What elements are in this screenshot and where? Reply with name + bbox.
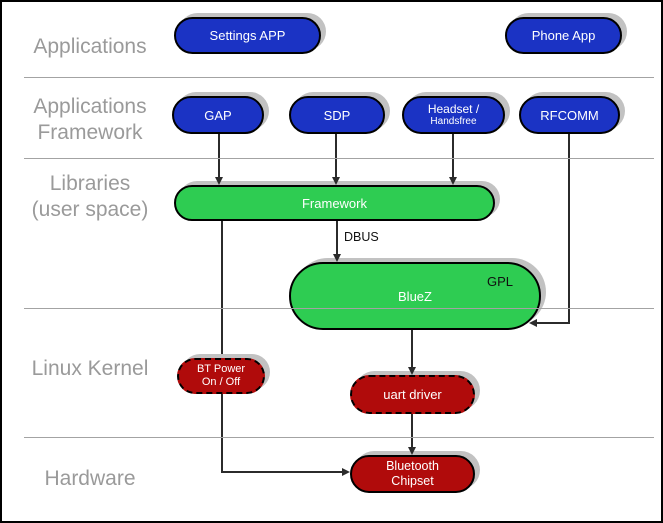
node-label: Bluetooth (386, 459, 439, 473)
node-label: On / Off (201, 376, 241, 388)
edge-rfcomm-bluez-vline (568, 134, 570, 324)
node-settings-app: Settings APP (174, 17, 321, 54)
edge-uart-chipset-line (411, 414, 413, 449)
node-headset-handsfree: Headset / Handsfree (402, 96, 505, 134)
node-label: Framework (301, 195, 367, 211)
separator-libraries-kernel (24, 308, 654, 309)
edge-headset-framework-line (452, 134, 454, 179)
edge-gap-framework-line (218, 134, 220, 179)
layer-label-line: Applications (33, 35, 147, 58)
node-label: SDP (323, 107, 351, 123)
layer-label-hardware: Hardware (14, 466, 166, 492)
arrowhead-framework-chipset (342, 468, 350, 476)
edge-framework-chipset-vline (221, 221, 223, 473)
node-label: Handsfree (430, 115, 477, 127)
layer-label-line: Libraries (49, 172, 131, 195)
layer-label-line: Hardware (44, 467, 136, 490)
node-bluetooth-chipset: Bluetooth Chipset (350, 455, 475, 493)
node-gap: GAP (172, 96, 264, 134)
gpl-license-badge: GPL (486, 274, 513, 289)
node-sdp: SDP (289, 96, 385, 134)
layer-label-line: Linux Kernel (31, 357, 149, 380)
node-label: Chipset (391, 474, 434, 488)
arrowhead-sdp-framework (332, 177, 340, 185)
node-label: BT Power (196, 363, 246, 375)
edge-label-dbus: DBUS (344, 230, 379, 244)
arrowhead-uart-chipset (408, 447, 416, 455)
layer-label-applications: Applications (14, 34, 166, 60)
node-label: Phone App (531, 28, 596, 43)
layer-label-libraries: Libraries (user space) (14, 171, 166, 223)
layer-label-line: Framework (37, 121, 143, 144)
edge-bluez-uart-line (411, 330, 413, 369)
node-label: RFCOMM (540, 107, 599, 123)
node-bt-power: BT Power On / Off (177, 358, 265, 394)
separator-kernel-hardware (24, 437, 654, 438)
node-label: Headset / (427, 101, 480, 116)
edge-framework-chipset-hline (221, 471, 343, 473)
edge-rfcomm-bluez-hline (535, 322, 570, 324)
node-bluez: BlueZ GPL (289, 262, 541, 330)
node-uart-driver: uart driver (350, 375, 475, 414)
arrowhead-rfcomm-bluez (529, 319, 537, 327)
arrowhead-bluez-uart (408, 367, 416, 375)
layer-label-linux-kernel: Linux Kernel (14, 356, 166, 382)
layer-label-line: (user space) (31, 198, 149, 221)
separator-framework-libraries (24, 158, 654, 159)
edge-framework-bluez-line (336, 221, 338, 256)
arrowhead-headset-framework (449, 177, 457, 185)
edge-sdp-framework-line (335, 134, 337, 179)
arrowhead-framework-bluez (333, 254, 341, 262)
node-rfcomm: RFCOMM (519, 96, 620, 134)
node-phone-app: Phone App (505, 17, 622, 54)
node-label: uart driver (383, 387, 442, 402)
node-framework: Framework (174, 185, 495, 221)
arrowhead-gap-framework (215, 177, 223, 185)
node-label: GAP (204, 107, 232, 123)
layer-label-line: Applications (33, 95, 147, 118)
separator-applications-framework (24, 77, 654, 78)
node-label: BlueZ (398, 288, 432, 304)
node-label: Settings APP (209, 28, 286, 43)
layer-label-applications-framework: Applications Framework (14, 94, 166, 146)
